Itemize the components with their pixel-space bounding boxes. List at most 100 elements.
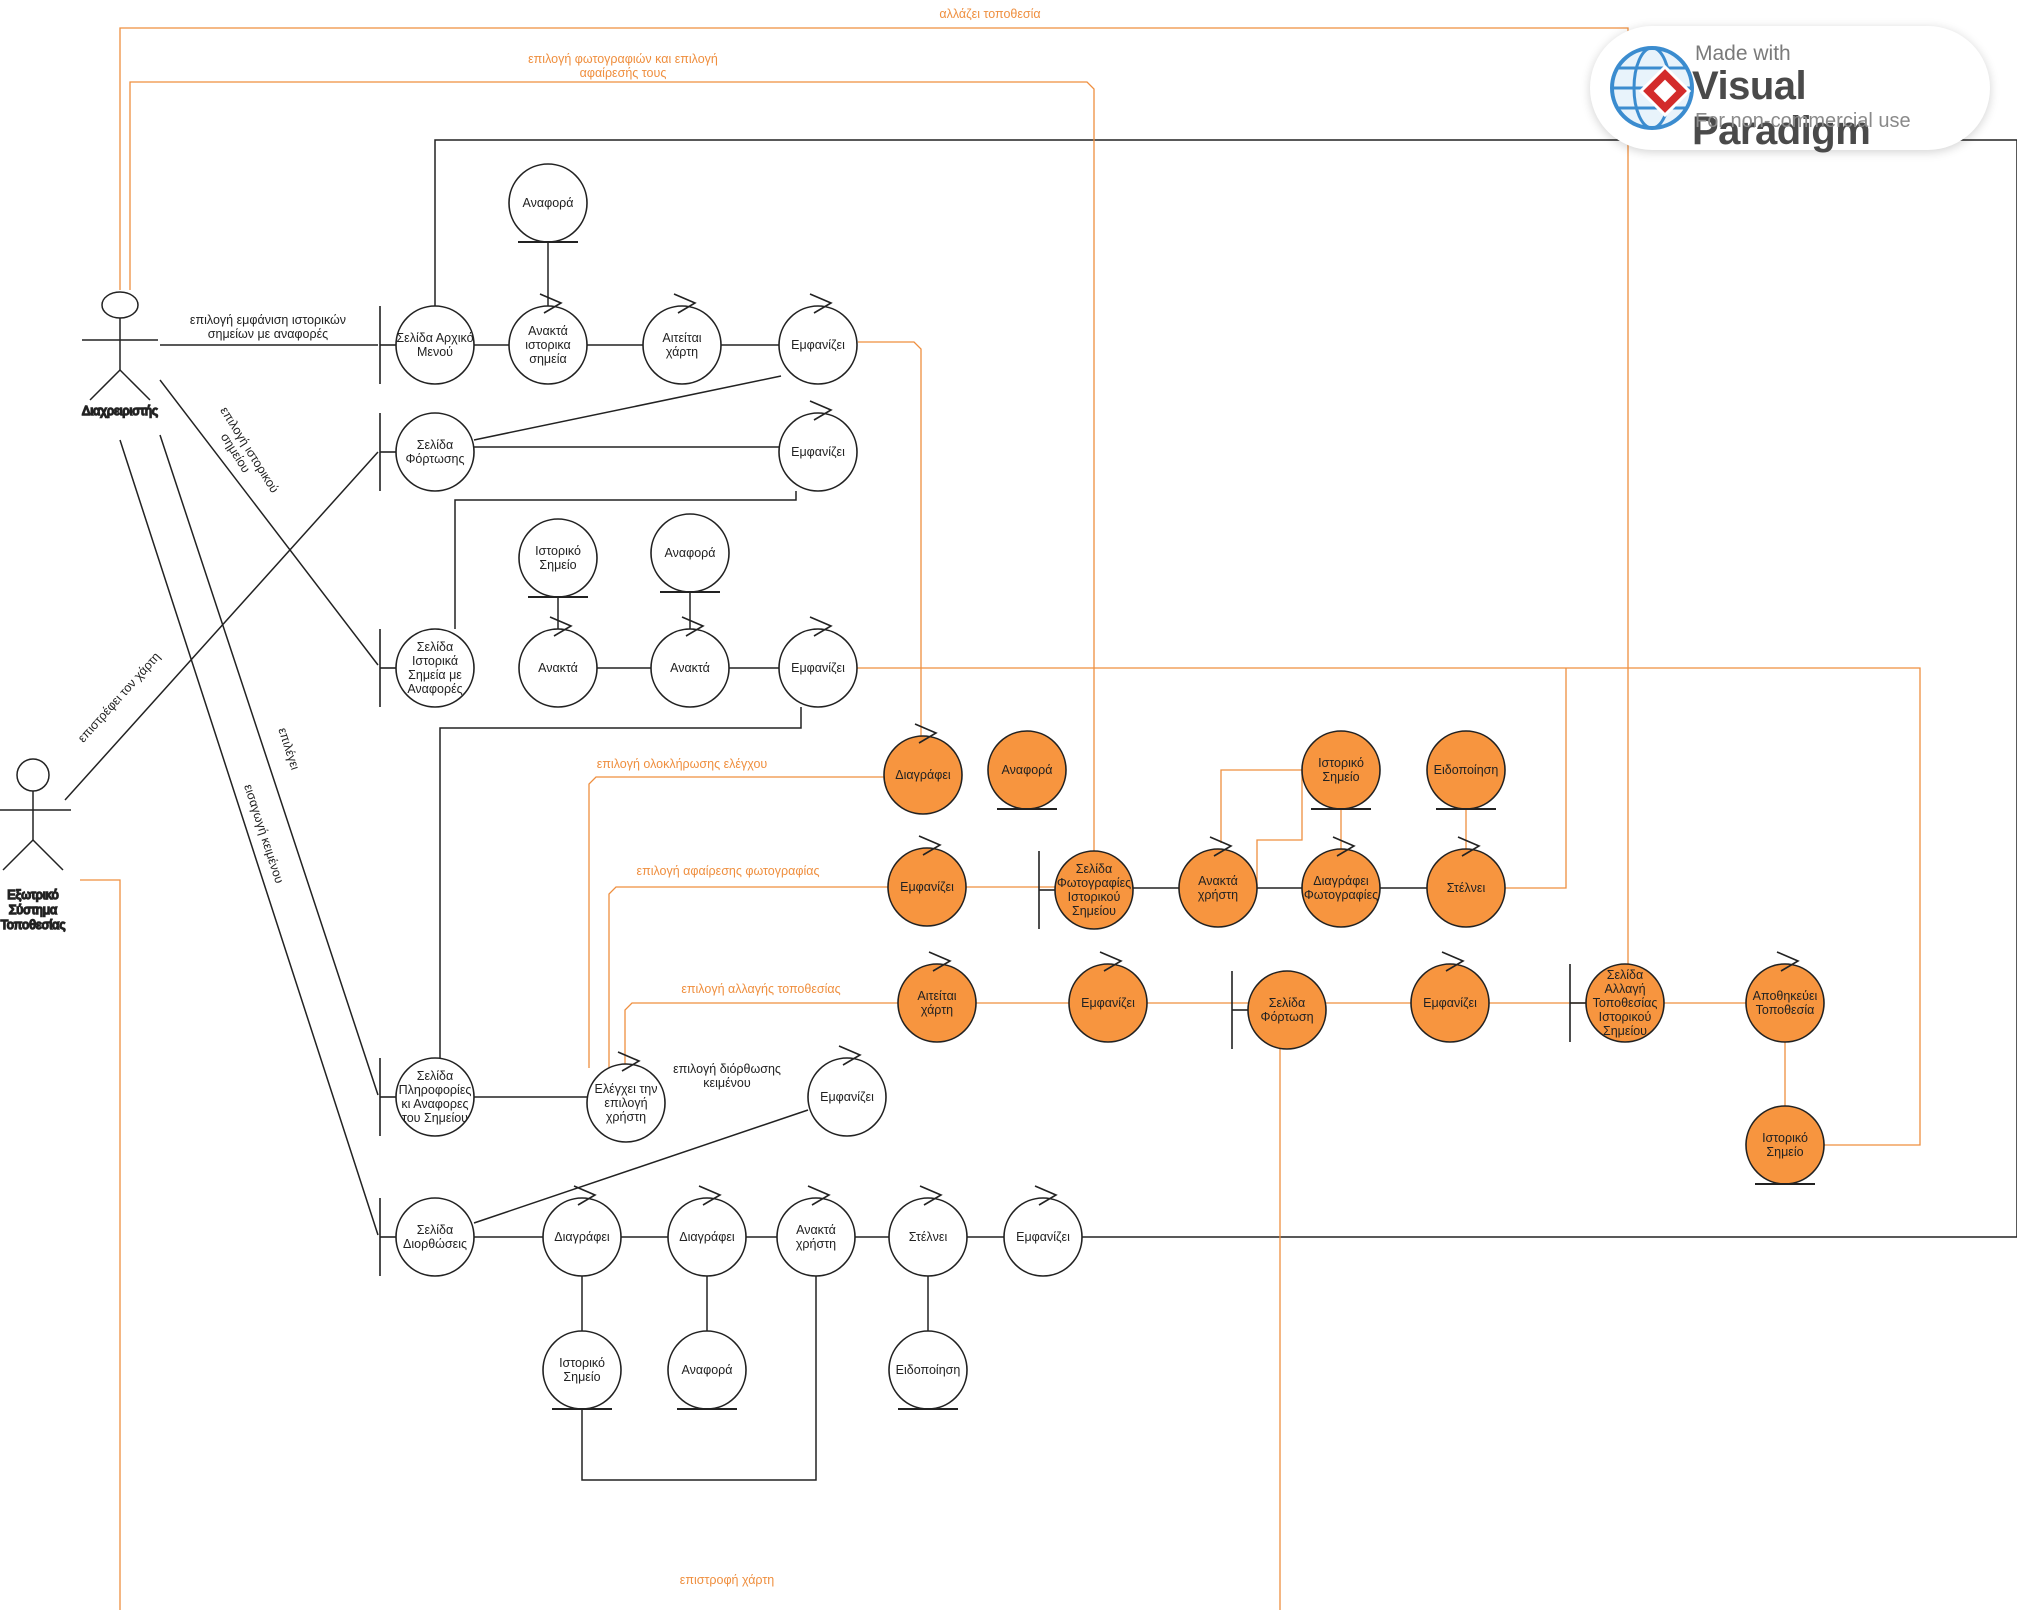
node-label: χρήστη: [1198, 888, 1238, 902]
node-label: Εμφανίζει: [791, 661, 845, 675]
edge-label: επιλογή αλλαγής τοποθεσίας: [681, 982, 840, 996]
node-label: Σημείο: [1322, 770, 1359, 784]
node-label: Εμφανίζει: [900, 880, 954, 894]
node-send-o: Στέλνει: [1426, 836, 1506, 928]
node-label: Σελίδα: [1269, 996, 1306, 1010]
node-label: Αιτείται: [917, 989, 956, 1003]
node-label: Στέλνει: [1447, 881, 1486, 895]
node-label: Φόρτωση: [1260, 1010, 1313, 1024]
node-send-b: Στέλνει: [888, 1185, 968, 1277]
actor-admin: Διαχρειριστής: [81, 291, 159, 419]
node-label: Αναφορά: [665, 546, 716, 560]
node-notification-o: Ειδοποίηση: [1426, 730, 1506, 810]
node-label: Αλλαγή: [1604, 982, 1645, 996]
globe-logo-icon: [1610, 46, 1694, 130]
node-label: Μενού: [417, 345, 453, 359]
connector-line: [454, 491, 797, 629]
node-delete-o: Διαγράφει: [883, 723, 963, 815]
node-label: Στέλνει: [909, 1230, 948, 1244]
edge-label: σημείων με αναφορές: [208, 327, 328, 341]
node-label: Ελέγχει την: [595, 1082, 658, 1096]
node-label: Σελίδα: [1607, 968, 1644, 982]
connector-line: [119, 439, 379, 1236]
node-label: ιστορικα: [525, 338, 570, 352]
node-label: Διαγράφει: [1313, 874, 1369, 888]
node-label: Ιστορικού: [1599, 1010, 1652, 1024]
node-label: Ειδοποίηση: [896, 1363, 961, 1377]
node-label: Διορθώσεις: [403, 1237, 467, 1251]
node-show-o3: Εμφανίζει: [1410, 951, 1490, 1043]
connector-line: [473, 1109, 809, 1224]
edge-label: επιλογή ολοκλήρωσης ελέγχου: [597, 757, 768, 771]
node-label: Σελίδα: [417, 640, 454, 654]
connector-line-orange: [608, 886, 888, 1071]
node-label: Εμφανίζει: [791, 445, 845, 459]
node-label: Αναφορά: [1002, 763, 1053, 777]
connector-line-orange: [119, 27, 1629, 964]
node-label: Ιστορικά: [412, 654, 458, 668]
node-label: Αποθηκεύει: [1753, 989, 1818, 1003]
connector-line-orange: [1256, 770, 1303, 888]
node-ref-a: Αναφορά: [650, 513, 730, 593]
actor-label: Διαχρειριστής: [82, 404, 158, 418]
actor-label: Σύστημα: [9, 903, 58, 917]
node-label: Σημεία με: [408, 668, 462, 682]
node-delete-c: Διαγράφει: [667, 1185, 747, 1277]
edge-label: αλλάζει τοποθεσία: [939, 7, 1040, 21]
actor-label: Τοποθεσίας: [1, 918, 66, 932]
edge-label: επιλογή αφαίρεσης φωτογραφίας: [637, 864, 820, 878]
edge-label: επιστροφή χάρτη: [680, 1573, 775, 1587]
connector-line-orange: [858, 341, 922, 736]
edge-label: επιστρέφει τον χάρτη: [75, 650, 163, 746]
node-label: Ανακτά: [528, 324, 568, 338]
node-label: Αναφορά: [523, 196, 574, 210]
node-label: Φόρτωσης: [405, 452, 464, 466]
edge-label: επιλογή φωτογραφιών και επιλογή: [528, 52, 718, 66]
watermark-made-with: Made with: [1695, 42, 1791, 65]
node-ref-o: Αναφορά: [987, 730, 1067, 810]
connector-line-orange: [857, 667, 1921, 1146]
connector-line: [159, 434, 379, 1096]
connector-line-orange: [129, 81, 1095, 851]
node-label: Σελίδα: [1076, 862, 1113, 876]
connector-line-orange: [588, 776, 884, 1068]
node-label: Ανακτά: [1198, 874, 1238, 888]
node-label: Ανακτά: [796, 1223, 836, 1237]
edge-label: επιλέγει: [275, 726, 302, 772]
watermark-brand: Visual Paradigm: [1692, 64, 1871, 153]
node-notification-b: Ειδοποίηση: [888, 1330, 968, 1410]
node-label: Εμφανίζει: [820, 1090, 874, 1104]
node-ref-top: Αναφορά: [508, 163, 588, 243]
node-label: Διαγράφει: [679, 1230, 735, 1244]
node-label: Αναφορές: [407, 682, 462, 696]
node-label: Φωτογραφίες: [1057, 876, 1131, 890]
node-label: χρήστη: [796, 1237, 836, 1251]
watermark-note: For non-commercial use: [1695, 110, 1911, 132]
node-ref-b: Αναφορά: [667, 1330, 747, 1410]
node-label: Ιστορικού: [1068, 890, 1121, 904]
node-label: Σελίδα: [417, 1069, 454, 1083]
node-show-o1: Εμφανίζει: [887, 835, 967, 927]
connector-line-orange: [1505, 668, 1567, 889]
connector-line: [439, 707, 802, 1058]
actor-label: Εξωτρικό: [7, 888, 58, 902]
node-label: κι Αναφορες: [401, 1097, 468, 1111]
node-label: Ανακτά: [538, 661, 578, 675]
orange-connectors: [80, 27, 1921, 1610]
